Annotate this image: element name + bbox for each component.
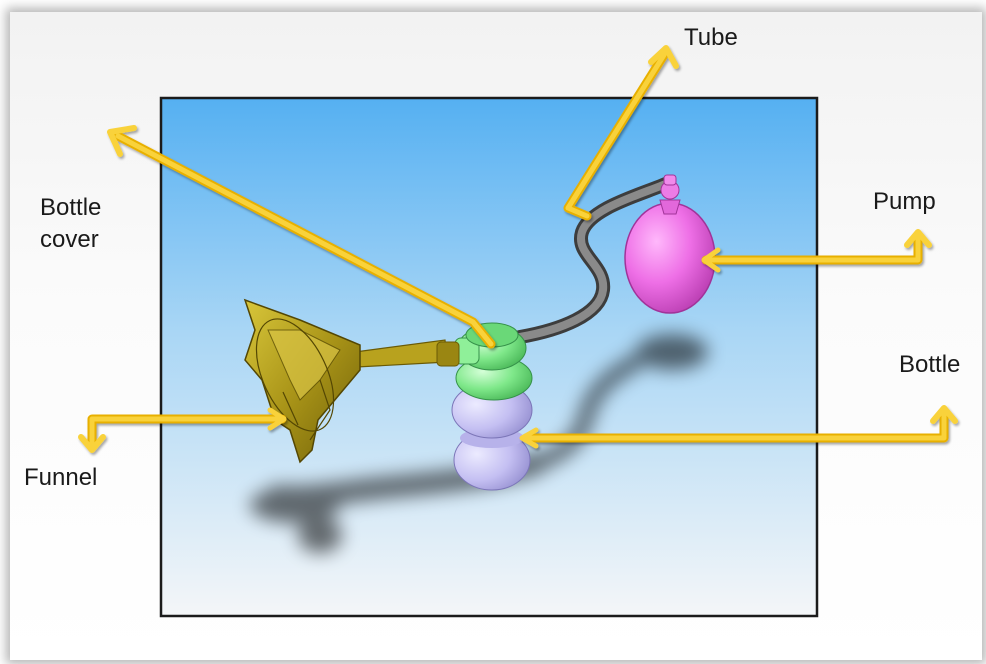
bottle-arrow — [519, 405, 958, 449]
funnel-part — [243, 298, 460, 464]
tube-arrow — [563, 45, 679, 221]
bottle-label: Bottle — [899, 351, 961, 378]
callout-arrows — [78, 45, 958, 453]
funnel-arrow — [78, 407, 287, 453]
bottle-cover-arrow — [107, 125, 496, 349]
pump-label: Pump — [873, 188, 936, 215]
pump-arrow — [701, 229, 932, 273]
tube-label: Tube — [684, 24, 738, 51]
funnel-label: Funnel — [24, 464, 98, 491]
bottle-cover-label: Bottle cover — [40, 194, 102, 253]
